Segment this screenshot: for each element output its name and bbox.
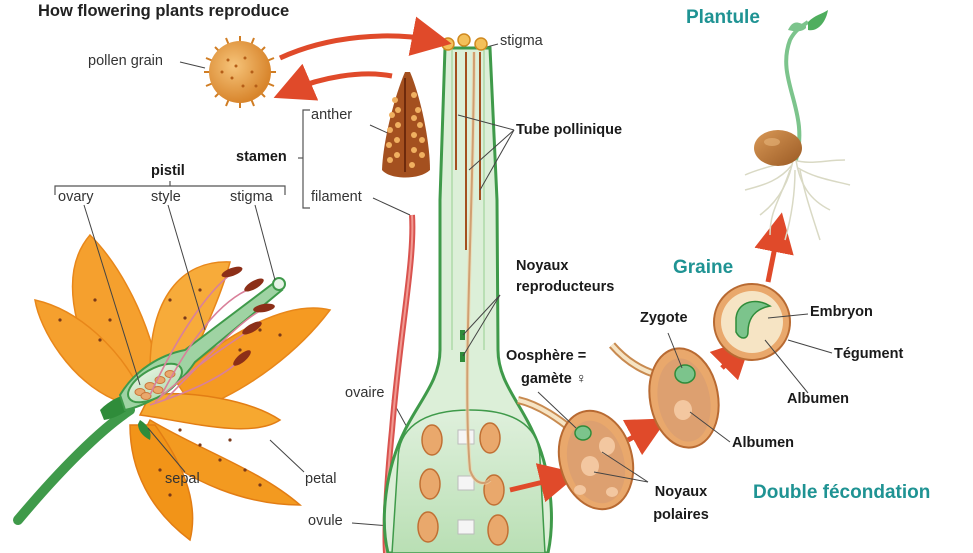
stamen-bracket: [302, 109, 310, 209]
label-tegument: Tégument: [834, 346, 904, 362]
label-sepal: sepal: [165, 471, 200, 487]
label-plantule: Plantule: [686, 7, 760, 28]
process-arrows: [273, 16, 794, 503]
label-ovary: ovary: [58, 189, 94, 205]
seed-drawing: [713, 283, 791, 361]
zygote-ovule: [608, 342, 720, 449]
label-tube-pollinique: Tube pollinique: [516, 122, 623, 138]
label-pistil: pistil: [151, 163, 185, 179]
label-stigma-top: stigma: [500, 33, 543, 49]
label-stamen: stamen: [236, 149, 287, 165]
label-stigma-lily: stigma: [230, 189, 273, 205]
label-anther: anther: [311, 107, 353, 123]
label-noyaux-reproducteurs-1: Noyaux: [516, 258, 569, 274]
label-pollen-grain: pollen grain: [88, 53, 163, 69]
pollen-grain-drawing: [204, 36, 276, 108]
label-style: style: [151, 189, 181, 205]
label-ovule: ovule: [308, 513, 343, 529]
label-noyaux-reproducteurs-2: reproducteurs: [516, 279, 615, 295]
label-ovaire: ovaire: [345, 385, 385, 401]
label-oosphere-1: Oosphère =: [506, 348, 587, 364]
ovule-detail: [516, 396, 635, 511]
label-noyaux-polaires-1: Noyaux: [654, 484, 708, 500]
label-albumen-1: Albumen: [732, 435, 795, 451]
diagram-title: How flowering plants reproduce: [38, 2, 290, 20]
label-petal: petal: [305, 471, 337, 487]
label-albumen-2: Albumen: [787, 391, 850, 407]
label-embryon: Embryon: [810, 304, 873, 320]
label-double-fecondation: Double fécondation: [753, 482, 931, 503]
label-graine: Graine: [673, 257, 734, 278]
label-oosphere-2: gamète ♀: [521, 371, 587, 387]
label-filament: filament: [311, 189, 362, 205]
pistil-cross-section: [382, 33, 553, 553]
lily-flower: [13, 233, 332, 542]
label-zygote: Zygote: [640, 310, 688, 326]
label-noyaux-polaires-2: polaires: [653, 507, 709, 523]
seedling-drawing: [744, 10, 851, 241]
